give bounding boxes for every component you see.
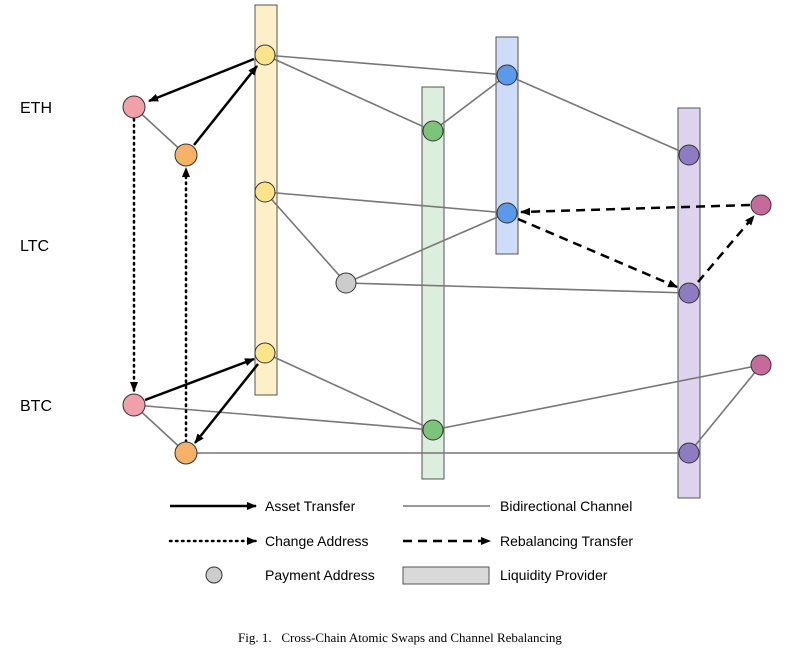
channel-line	[133, 404, 187, 454]
chain-label-eth: ETH	[20, 100, 52, 117]
magenta-btc-node	[750, 354, 772, 376]
purple-provider-ltc-node	[678, 282, 700, 304]
rebalancing-transfer-arrow	[520, 203, 751, 216]
channel-line	[264, 352, 434, 431]
figure-caption: Fig. 1. Cross-Chain Atomic Swaps and Cha…	[238, 630, 562, 645]
rebalancing-transfer-arrows	[517, 203, 755, 289]
green-provider-btc-node	[422, 419, 444, 441]
btc-user-node	[122, 393, 146, 417]
bidirectional-channels	[133, 54, 762, 454]
legend-liquidity-provider-label: Liquidity Provider	[500, 567, 608, 583]
legend-bidirectional-channel-label: Bidirectional Channel	[500, 498, 632, 514]
blue-provider-ltc-node	[496, 202, 518, 224]
btc-change-node	[174, 441, 198, 465]
channel-line	[688, 364, 762, 454]
channel-line	[133, 106, 187, 156]
legend-asset-transfer-label: Asset Transfer	[265, 498, 356, 514]
eth-user-node	[122, 95, 146, 119]
channel-line	[264, 54, 434, 132]
yellow-provider-btc-node	[254, 342, 276, 364]
channel-line	[345, 282, 690, 294]
asset-transfer-arrow	[193, 65, 258, 146]
chain-label-btc: BTC	[20, 398, 52, 415]
yellow-provider-eth-node	[254, 44, 276, 66]
asset-transfer-arrows	[144, 57, 259, 444]
green-provider-eth-node	[422, 120, 444, 142]
liquidity-provider-bar-green	[421, 86, 445, 480]
asset-transfer-arrow	[194, 363, 259, 444]
channel-line	[264, 191, 508, 214]
channel-line	[264, 191, 347, 284]
yellow-provider-ltc-node	[254, 181, 276, 203]
eth-change-node	[174, 143, 198, 167]
purple-provider-eth-node	[678, 144, 700, 166]
chain-label-ltc: LTC	[20, 238, 49, 255]
legend-change-address-label: Change Address	[265, 533, 369, 549]
blue-provider-eth-node	[496, 64, 518, 86]
channel-line	[506, 74, 690, 156]
rebalancing-transfer-arrow	[697, 215, 755, 283]
asset-transfer-arrow	[148, 57, 255, 103]
asset-transfer-arrow	[144, 357, 255, 402]
magenta-ltc-node	[750, 194, 772, 216]
channel-line	[432, 74, 508, 132]
legend-payment-address-swatch	[205, 566, 223, 584]
nodes	[122, 44, 772, 465]
liquidity-provider-bar-blue	[495, 36, 519, 255]
payment-address-node	[335, 272, 357, 294]
channel-line	[133, 404, 434, 431]
legend: Asset Transfer Bidirectional Channel Cha…	[168, 498, 633, 585]
legend-rebalancing-transfer-label: Rebalancing Transfer	[500, 533, 633, 549]
channel-line	[345, 212, 508, 284]
rebalancing-transfer-arrow	[517, 217, 678, 289]
change-address-arrows	[130, 117, 190, 444]
legend-liquidity-provider-swatch	[402, 566, 490, 585]
legend-payment-address-label: Payment Address	[265, 567, 375, 583]
purple-provider-btc-node	[678, 442, 700, 464]
channel-line	[432, 364, 762, 431]
channel-line	[264, 54, 508, 76]
